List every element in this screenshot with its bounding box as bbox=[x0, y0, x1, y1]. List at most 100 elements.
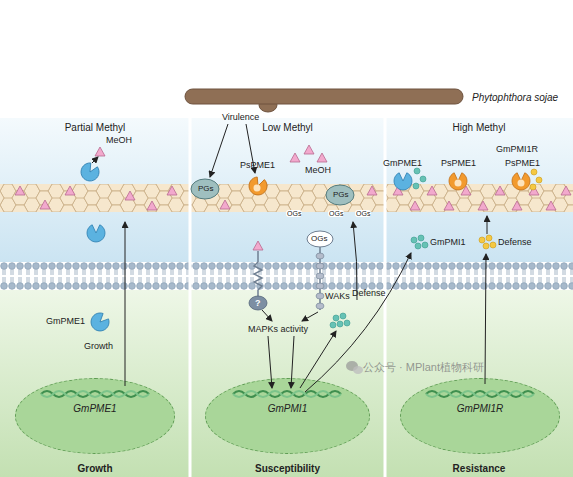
watermark-icon bbox=[346, 361, 363, 374]
extracellular-space bbox=[0, 118, 573, 262]
pspme1-enzyme bbox=[455, 180, 462, 187]
wak-receptor bbox=[316, 263, 324, 269]
gmpmi1-protein bbox=[411, 237, 417, 243]
dna-helix bbox=[426, 391, 534, 397]
panel-divider bbox=[189, 118, 192, 477]
gmpmi1-protein bbox=[330, 168, 428, 328]
gene-name: GmPMI1R bbox=[401, 403, 559, 414]
annotation-label: OGs bbox=[286, 210, 302, 217]
pspme1-enzyme bbox=[246, 173, 530, 198]
pspme1-enzyme bbox=[254, 185, 261, 192]
methyl-group bbox=[529, 186, 539, 195]
dna-helix bbox=[233, 391, 341, 397]
methylation-panel: High MethylResistance GmPMI1R bbox=[385, 118, 573, 477]
wak-receptor bbox=[316, 293, 324, 299]
annotation-label: GmPME1 bbox=[383, 159, 422, 168]
annotation-label: Defense bbox=[498, 238, 532, 247]
gmpmi1r-protein bbox=[479, 237, 485, 243]
cell-wall bbox=[0, 184, 573, 212]
watermark-icon bbox=[346, 361, 358, 371]
pathway-arrow bbox=[92, 124, 487, 392]
methyl-group bbox=[478, 201, 488, 210]
annotation-label: GmPME1 bbox=[46, 317, 85, 326]
annotation-label: Virulence bbox=[222, 113, 259, 122]
annotation-label: PGs bbox=[198, 185, 214, 193]
outcome-label: Resistance bbox=[385, 463, 573, 474]
methyl-group bbox=[253, 241, 263, 250]
panel-heading: Low Methyl bbox=[190, 122, 385, 133]
outcome-label: Susceptibility bbox=[190, 463, 385, 474]
methyl-group bbox=[546, 201, 556, 210]
annotation-label: Defense bbox=[352, 289, 386, 298]
wak-receptor bbox=[316, 273, 324, 279]
gmpmi1-protein bbox=[415, 243, 421, 249]
dna-helix bbox=[41, 391, 534, 397]
gmpmi1-protein bbox=[420, 176, 426, 182]
methyl-group bbox=[95, 147, 105, 156]
methyl-group bbox=[15, 186, 25, 195]
plasma-membrane bbox=[0, 262, 573, 290]
annotation-label: MAPKs activity bbox=[248, 325, 308, 334]
methyl-group bbox=[427, 186, 437, 195]
dna-helix bbox=[233, 391, 341, 397]
annotation-label: Phytophthora sojae bbox=[472, 93, 558, 103]
pathway-arrow bbox=[485, 254, 486, 384]
pspme1-enzyme bbox=[449, 173, 467, 190]
methyl-group bbox=[495, 186, 505, 195]
unknown-receptor bbox=[254, 251, 262, 298]
methyl-group bbox=[512, 201, 522, 210]
annotation-label: OGs bbox=[328, 210, 344, 217]
annotation-label: OGs bbox=[355, 210, 371, 217]
gmpmi1-protein bbox=[337, 321, 343, 327]
methyl-group bbox=[444, 201, 454, 210]
gmpmi1-protein bbox=[330, 322, 336, 328]
gene-name: GmPME1 bbox=[16, 403, 174, 414]
plasma-membrane bbox=[0, 262, 573, 290]
panel-heading: Partial Methyl bbox=[0, 122, 190, 133]
extracellular-space bbox=[0, 118, 573, 262]
wak-receptor bbox=[319, 246, 321, 310]
wak-receptor bbox=[316, 253, 324, 259]
cell-wall bbox=[0, 184, 573, 212]
panel-divider bbox=[190, 118, 385, 477]
methyl-group bbox=[290, 153, 300, 162]
wak-receptor bbox=[316, 303, 324, 309]
gmpmi1-protein bbox=[333, 315, 339, 321]
annotation-label: PsPME1 bbox=[505, 159, 540, 168]
methyl-group bbox=[147, 201, 157, 210]
methyl-group bbox=[317, 153, 327, 162]
watermark-icon bbox=[353, 366, 363, 374]
polygalacturonase bbox=[191, 179, 219, 199]
pspme1-enzyme bbox=[254, 180, 525, 192]
methyl-group bbox=[561, 186, 571, 195]
wak-receptor bbox=[316, 283, 324, 289]
dna-helix bbox=[41, 391, 149, 397]
methyl-group bbox=[220, 200, 230, 209]
methyl-group bbox=[167, 186, 177, 195]
panel-heading: High Methyl bbox=[385, 122, 573, 133]
annotation-label: OGs bbox=[311, 235, 327, 243]
gmpme1-enzyme bbox=[78, 160, 102, 184]
pathway-arrow bbox=[302, 312, 318, 321]
pathway-arrow bbox=[291, 336, 294, 388]
unknown-receptor bbox=[249, 296, 267, 310]
gmpmi1r-protein bbox=[530, 184, 536, 190]
dna-helix bbox=[426, 391, 534, 397]
polygalacturonase bbox=[326, 185, 354, 205]
watermark: 公众号 · MPlant植物科研 bbox=[363, 362, 484, 373]
hypha bbox=[185, 89, 463, 112]
gmpme1-enzyme bbox=[87, 225, 105, 242]
annotation-label: GmPMI1R bbox=[496, 145, 538, 154]
pathway-arrow bbox=[268, 336, 272, 388]
gene-name: GmPMI1 bbox=[206, 403, 369, 414]
methyl-group bbox=[65, 186, 75, 195]
methyl-group bbox=[40, 200, 50, 209]
annotation-label: MeOH bbox=[305, 166, 331, 175]
cytoplasm bbox=[0, 290, 573, 477]
gmpmi1-protein bbox=[422, 242, 428, 248]
gmpmi1r-protein bbox=[531, 169, 537, 175]
gmpme1-enzyme bbox=[394, 173, 412, 190]
nucleus-shape: GmPME1 bbox=[15, 378, 175, 454]
